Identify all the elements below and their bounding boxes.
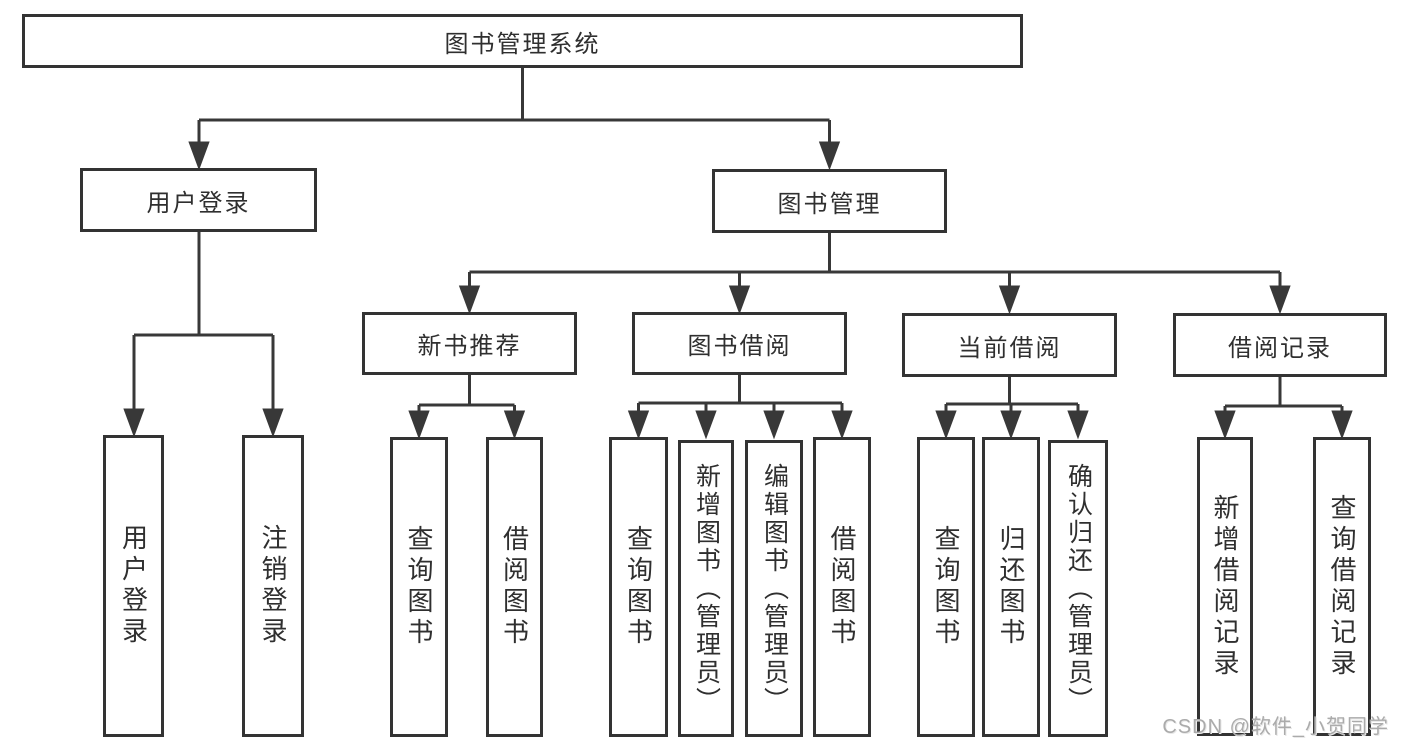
node-new-book-rec-label: 新书推荐 [417,333,522,360]
node-leaf-query-book-c-label: 查询图书 [931,525,961,649]
node-leaf-edit-book-label: 编辑图书（管理员） [760,462,789,715]
node-book-borrow-label: 图书借阅 [687,333,792,360]
connector-new-book-rec-children [408,375,526,440]
node-book-borrow: 图书借阅 [632,312,847,375]
node-leaf-borrow-book-b-label: 借阅图书 [827,525,857,649]
node-leaf-borrow-book-b: 借阅图书 [813,437,871,737]
node-new-book-rec: 新书推荐 [362,312,577,375]
watermark: CSDN @软件_小贺同学 [1162,716,1389,738]
node-leaf-query-book-a-label: 查询图书 [404,525,434,649]
node-leaf-borrow-book-a-label: 借阅图书 [499,525,530,649]
node-leaf-query-record-label: 查询借阅记录 [1327,493,1357,680]
node-leaf-query-book-b: 查询图书 [609,437,668,737]
node-leaf-edit-book: 编辑图书（管理员） [745,440,803,737]
connector-user-login-children [123,232,284,438]
connector-book-borrow-children [627,375,853,440]
node-leaf-logout: 注销登录 [242,435,304,737]
node-leaf-query-book-a: 查询图书 [390,437,448,737]
node-leaf-return-book: 归还图书 [982,437,1040,737]
node-user-login-label: 用户登录 [146,189,251,217]
node-leaf-add-record: 新增借阅记录 [1197,437,1253,736]
connector-current-borrow-children [935,377,1089,440]
node-leaf-add-book-label: 新增图书（管理员） [692,462,721,715]
node-leaf-return-book-label: 归还图书 [996,525,1026,649]
node-leaf-borrow-book-a: 借阅图书 [486,437,543,737]
node-current-borrow: 当前借阅 [902,313,1117,377]
node-book-mgmt-label: 图书管理 [777,190,882,218]
node-root: 图书管理系统 [22,14,1023,68]
node-leaf-logout-label: 注销登录 [258,524,288,648]
node-borrow-records-label: 借阅记录 [1228,334,1332,362]
node-root-label: 图书管理系统 [444,30,601,58]
connector-book-mgmt-children [458,233,1291,315]
node-borrow-records: 借阅记录 [1173,313,1387,377]
connector-borrow-records-children [1214,377,1353,440]
node-leaf-confirm-return: 确认归还（管理员） [1048,440,1108,737]
node-leaf-add-record-label: 新增借阅记录 [1210,493,1240,680]
node-leaf-add-book: 新增图书（管理员） [678,440,734,737]
node-leaf-confirm-return-label: 确认归还（管理员） [1064,462,1093,715]
node-leaf-query-book-c: 查询图书 [917,437,975,737]
node-user-login: 用户登录 [80,168,317,232]
node-leaf-user-login-label: 用户登录 [118,524,149,648]
node-current-borrow-label: 当前借阅 [957,334,1062,362]
node-leaf-user-login: 用户登录 [103,435,164,737]
node-leaf-query-record: 查询借阅记录 [1313,437,1371,736]
connector-root-to-level2 [188,68,841,171]
node-leaf-query-book-b-label: 查询图书 [623,525,654,649]
node-book-mgmt: 图书管理 [712,169,947,233]
